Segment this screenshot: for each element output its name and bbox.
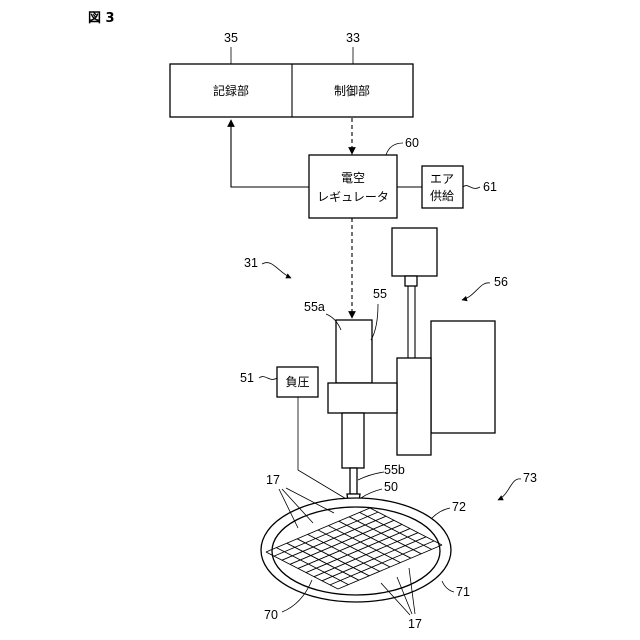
ref-17-top: 17	[266, 473, 280, 487]
regulator-label-line2: レギュレータ	[317, 190, 389, 204]
ref-73: 73	[523, 471, 537, 485]
leader-55b	[358, 472, 384, 480]
arrow-73	[498, 479, 521, 500]
ref-60: 60	[405, 136, 419, 150]
negative-pressure-label: 負圧	[285, 375, 309, 389]
recording-unit-label: 記録部	[213, 83, 249, 98]
ref-61: 61	[483, 180, 497, 194]
ref-55a: 55a	[304, 300, 325, 314]
ref-35: 35	[224, 31, 238, 45]
ref-17-bottom: 17	[408, 617, 422, 631]
ref-33: 33	[346, 31, 360, 45]
motor-coupling	[405, 276, 417, 286]
cylinder-55a	[336, 320, 372, 383]
ref-71: 71	[456, 585, 470, 599]
ref-70: 70	[264, 608, 278, 622]
ref-51: 51	[240, 371, 254, 385]
leader-50	[361, 489, 382, 498]
leader-51	[259, 377, 277, 380]
leader-71	[442, 581, 454, 592]
leader-60	[386, 143, 403, 155]
ref-56: 56	[494, 275, 508, 289]
regulator-label-line1: 電空	[341, 171, 365, 185]
control-unit-label: 制御部	[334, 83, 370, 98]
figure-label: 図 3	[88, 11, 115, 26]
ref-55b: 55b	[384, 463, 405, 477]
slider-carriage	[397, 358, 431, 455]
leader-72	[432, 508, 450, 518]
motor-block	[392, 228, 437, 276]
arrow-56	[462, 283, 490, 300]
support-arm	[328, 383, 397, 413]
air-supply-label-line2: 供給	[430, 189, 454, 203]
leader-61	[463, 186, 480, 189]
regulator-block	[309, 155, 397, 218]
arrow-31	[262, 263, 291, 278]
ref-55: 55	[373, 287, 387, 301]
drive-housing	[431, 321, 495, 433]
ref-50: 50	[384, 480, 398, 494]
probe-rod-55b	[350, 468, 357, 494]
lower-cylinder	[342, 413, 364, 468]
air-supply-label-line1: エア	[430, 172, 454, 186]
ref-72: 72	[452, 500, 466, 514]
regulator-to-recording-line	[231, 120, 309, 187]
ref-31: 31	[244, 256, 258, 270]
